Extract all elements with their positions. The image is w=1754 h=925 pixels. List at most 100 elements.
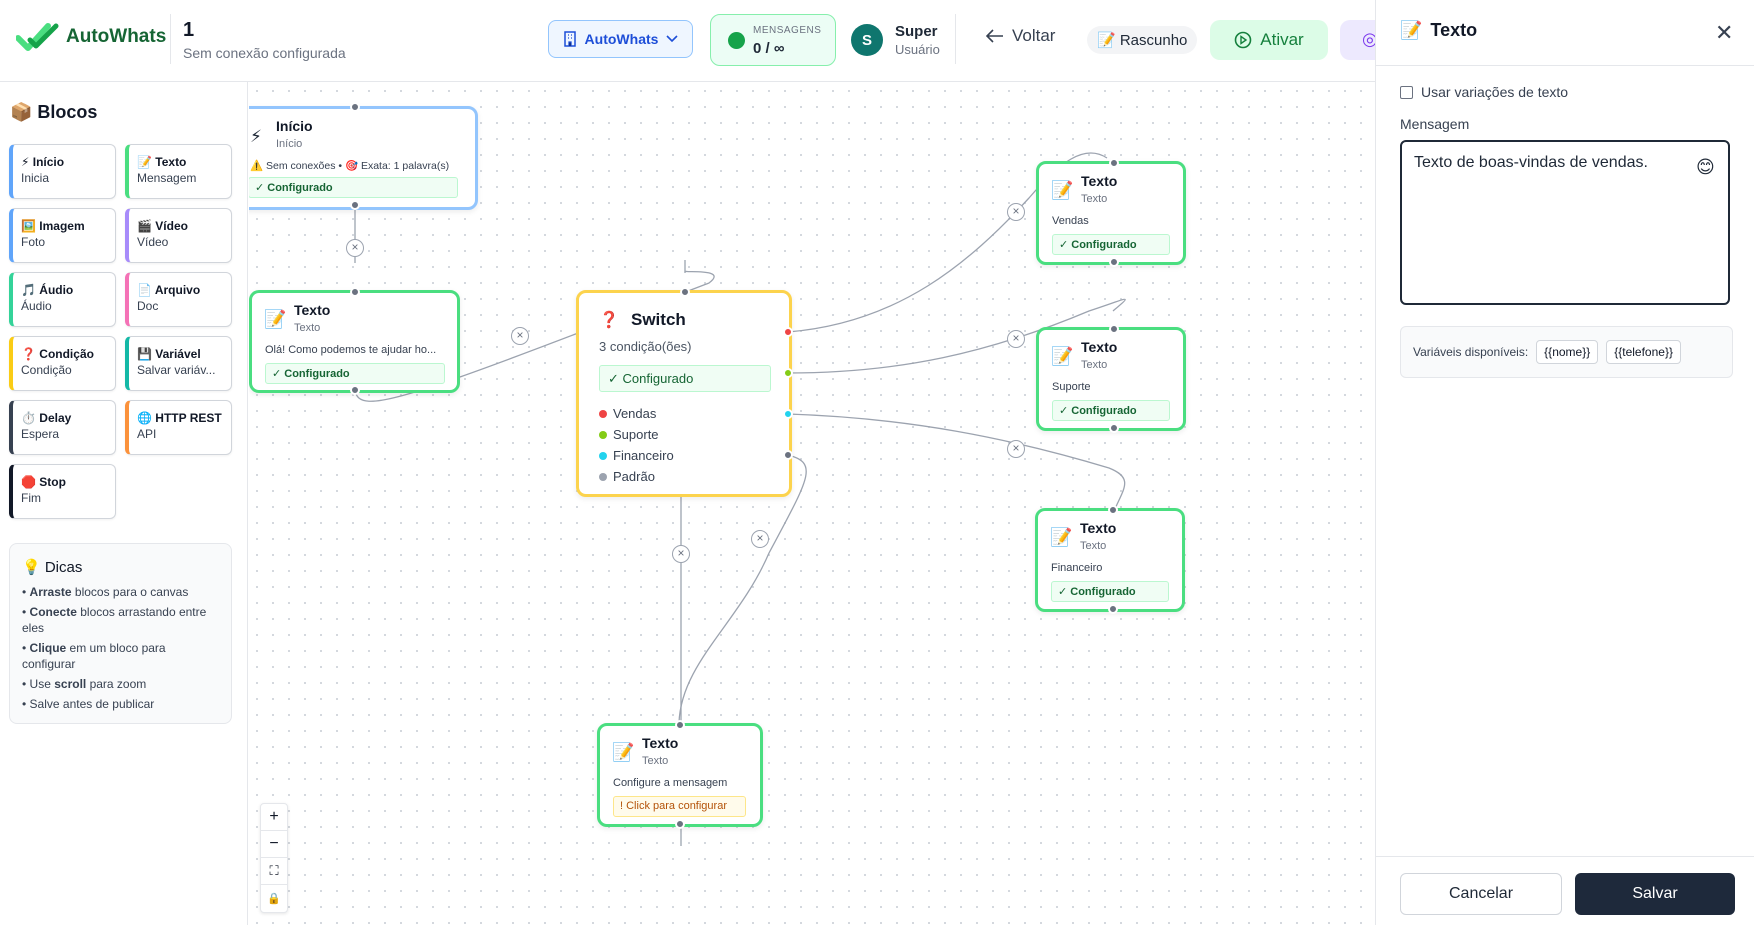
variable-tag-telefone[interactable]: {{telefone}} xyxy=(1606,340,1681,364)
text-node-padrao[interactable]: 📝 Texto Texto Configure a mensagem ! Cli… xyxy=(597,723,763,827)
output-handle[interactable] xyxy=(1109,423,1119,433)
text-node-vendas[interactable]: 📝 Texto Texto Vendas ✓ Configurado xyxy=(1036,161,1186,265)
input-handle[interactable] xyxy=(680,287,690,297)
output-handle[interactable] xyxy=(350,385,360,395)
memo-icon: 📝 xyxy=(1400,20,1423,40)
more-button[interactable]: ◎ xyxy=(1340,20,1375,60)
output-handle[interactable] xyxy=(675,819,685,829)
output-handle-vendas[interactable] xyxy=(783,327,793,337)
draft-badge[interactable]: 📝 Rascunho xyxy=(1087,26,1198,54)
activate-button[interactable]: Ativar xyxy=(1210,20,1328,60)
memo-icon: 📝 xyxy=(1050,527,1073,547)
edge-suporte[interactable] xyxy=(787,298,1126,374)
memo-icon: 📝 xyxy=(264,309,287,329)
use-variations-checkbox[interactable]: Usar variações de texto xyxy=(1400,84,1568,100)
emoji-picker-icon[interactable]: 😊 xyxy=(1696,157,1715,177)
tip-item: • Use scroll para zoom xyxy=(22,677,147,691)
zoom-in-button[interactable]: + xyxy=(261,804,287,831)
delete-edge-button[interactable]: × xyxy=(511,327,529,345)
block-name: 🖼️ Imagem xyxy=(21,219,85,233)
node-type: Texto xyxy=(1081,193,1108,205)
output-handle[interactable] xyxy=(1109,257,1119,267)
node-title: Início xyxy=(276,118,313,134)
delete-edge-button[interactable]: × xyxy=(1007,440,1025,458)
block-subtitle: Espera xyxy=(21,427,60,441)
memo-icon: 📝 xyxy=(1051,346,1074,366)
switch-node[interactable]: ❓ Switch 3 condição(ões) ✓ Configurado V… xyxy=(576,290,792,497)
tip-text: Use xyxy=(29,677,55,691)
tip-item: • Arraste blocos para o canvas xyxy=(22,585,189,599)
text-node[interactable]: 📝 Texto Texto Olá! Como podemos te ajuda… xyxy=(249,290,460,393)
text-node-suporte[interactable]: 📝 Texto Texto Suporte ✓ Configurado xyxy=(1036,327,1186,431)
output-handle-suporte[interactable] xyxy=(783,368,793,378)
text-node-financeiro[interactable]: 📝 Texto Texto Financeiro ✓ Configurado xyxy=(1035,508,1185,612)
avatar[interactable]: S xyxy=(851,24,883,56)
block-subtitle: Foto xyxy=(21,235,46,249)
panel-title-text: Texto xyxy=(1430,20,1478,40)
message-textarea[interactable]: Texto de boas-vindas de vendas. xyxy=(1400,140,1730,305)
input-handle[interactable] xyxy=(350,287,360,297)
save-button[interactable]: Salvar xyxy=(1575,873,1735,915)
status-badge: ✓ Configurado xyxy=(599,365,771,392)
start-node[interactable]: ⚡ Início Início ⚠️ Sem conexões • 🎯 Exat… xyxy=(249,106,478,210)
output-handle[interactable] xyxy=(1108,604,1118,614)
connection-select[interactable]: AutoWhats xyxy=(548,20,693,58)
node-info: ⚠️ Sem conexões • 🎯 Exata: 1 palavra(s) xyxy=(250,160,450,172)
flow-name[interactable]: 1 xyxy=(183,19,195,41)
branch-dot-icon xyxy=(599,472,607,481)
input-handle[interactable] xyxy=(350,102,360,112)
edge-vendas[interactable] xyxy=(787,152,1108,333)
edge-text-switch[interactable] xyxy=(354,270,715,402)
cancel-button[interactable]: Cancelar xyxy=(1400,873,1562,915)
fit-view-button[interactable]: ⛶ xyxy=(261,858,287,885)
lock-button[interactable]: 🔒 xyxy=(267,893,281,905)
messages-label: MENSAGENS xyxy=(753,25,822,36)
delete-edge-button[interactable]: × xyxy=(672,545,690,563)
output-handle-financeiro[interactable] xyxy=(783,409,793,419)
tip-bold: Arraste xyxy=(29,585,72,599)
variables-label: Variáveis disponíveis: xyxy=(1413,345,1529,359)
tip-item: • Conecte blocos arrastando entre eles xyxy=(22,605,207,635)
delete-edge-button[interactable]: × xyxy=(1007,203,1025,221)
output-handle-padrao[interactable] xyxy=(783,450,793,460)
delete-edge-button[interactable]: × xyxy=(751,530,769,548)
input-handle[interactable] xyxy=(1109,158,1119,168)
panel-header: 📝 Texto ✕ xyxy=(1376,0,1754,66)
messages-counter: MENSAGENS 0 / ∞ xyxy=(710,14,836,66)
output-handle[interactable] xyxy=(350,200,360,210)
input-handle[interactable] xyxy=(1109,324,1119,334)
checkbox[interactable] xyxy=(1400,85,1413,99)
delete-edge-button[interactable]: × xyxy=(346,239,364,257)
tip-bold: Clique xyxy=(29,641,67,655)
variable-tag-nome[interactable]: {{nome}} xyxy=(1536,340,1599,364)
input-handle[interactable] xyxy=(675,720,685,730)
flow-canvas[interactable]: × × × × × × × ⚡ Início Início ⚠️ Sem con… xyxy=(249,83,1375,925)
logo[interactable]: AutoWhats xyxy=(16,22,166,52)
back-button[interactable]: Voltar xyxy=(986,26,1055,46)
play-circle-icon xyxy=(1234,31,1252,49)
divider xyxy=(170,14,171,64)
warning-badge[interactable]: ! Click para configurar xyxy=(613,796,746,817)
panel-footer xyxy=(1376,856,1754,925)
zoom-out-button[interactable]: − xyxy=(261,831,287,858)
edge-padrao[interactable] xyxy=(678,454,807,724)
close-icon[interactable]: ✕ xyxy=(1715,20,1734,45)
delete-edge-button[interactable]: × xyxy=(1007,330,1025,348)
node-type: Início xyxy=(276,138,303,150)
input-handle[interactable] xyxy=(1108,505,1118,515)
edge-financeiro[interactable] xyxy=(787,413,1126,512)
tip-item: • Salve antes de publicar xyxy=(22,697,155,711)
activate-label: Ativar xyxy=(1260,30,1304,49)
block-subtitle: Inicia xyxy=(21,171,50,185)
